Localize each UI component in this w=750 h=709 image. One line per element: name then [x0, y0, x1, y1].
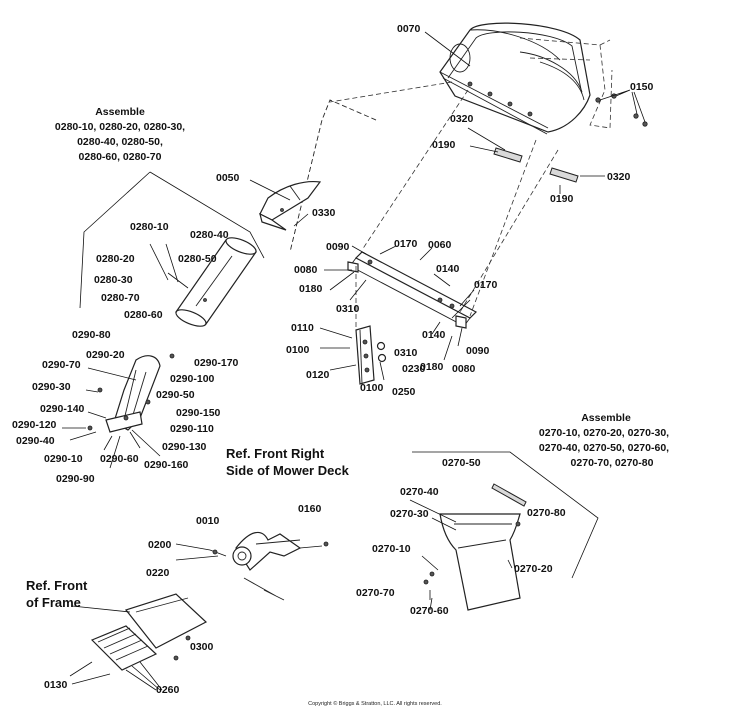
- label-0270-30: 0270-30: [390, 508, 429, 520]
- assemble-0280-note: Assemble 0280-10, 0280-20, 0280-30, 0280…: [55, 106, 185, 163]
- label-0270-60: 0270-60: [410, 605, 449, 617]
- label-0100: 0100: [360, 382, 384, 394]
- label-0180: 0180: [299, 283, 323, 295]
- label-0280-10: 0280-10: [130, 221, 169, 233]
- label-0050: 0050: [216, 172, 240, 184]
- assemble-0280-line-3: 0280-40, 0280-50,: [77, 136, 163, 148]
- copyright-notice: Copyright © Briggs & Stratton, LLC. All …: [308, 700, 442, 707]
- label-0270-40: 0270-40: [400, 486, 439, 498]
- bagger-cover-0070: [439, 22, 613, 135]
- front-guard-0260: [69, 593, 208, 691]
- label-0280-40: 0280-40: [190, 229, 229, 241]
- label-0080: 0080: [452, 363, 476, 375]
- label-0290-130: 0290-130: [162, 441, 207, 453]
- assemble-0280-line-2: 0280-10, 0280-20, 0280-30,: [55, 121, 185, 133]
- label-0090: 0090: [466, 345, 490, 357]
- label-0280-60: 0280-60: [124, 309, 163, 321]
- label-0320: 0320: [450, 113, 474, 125]
- label-0140: 0140: [436, 263, 460, 275]
- label-0070: 0070: [397, 23, 421, 35]
- label-0010: 0010: [196, 515, 220, 527]
- assemble-0270-line-1: Assemble: [581, 412, 631, 424]
- label-0060: 0060: [428, 239, 452, 251]
- label-0160: 0160: [298, 503, 322, 515]
- label-0290-70: 0290-70: [42, 359, 81, 371]
- label-0100: 0100: [286, 344, 310, 356]
- part-labels: 0070 0150 0320 0190 0320 0190 0050 0330 …: [12, 23, 654, 696]
- label-0280-30: 0280-30: [94, 274, 133, 286]
- label-0310: 0310: [394, 347, 418, 359]
- label-0300: 0300: [190, 641, 214, 653]
- label-0320: 0320: [607, 171, 631, 183]
- label-0280-70: 0280-70: [101, 292, 140, 304]
- label-0190: 0190: [550, 193, 574, 205]
- label-0290-60: 0290-60: [100, 453, 139, 465]
- label-0270-10: 0270-10: [372, 543, 411, 555]
- label-0290-120: 0290-120: [12, 419, 57, 431]
- label-0180: 0180: [420, 361, 444, 373]
- label-0290-10: 0290-10: [44, 453, 83, 465]
- chute-door-0290: [62, 353, 175, 469]
- label-0230: 0230: [402, 363, 426, 375]
- bag-0270: [409, 483, 527, 611]
- label-0280-20: 0280-20: [96, 253, 135, 265]
- tube-0280: [149, 237, 257, 327]
- label-0290-100: 0290-100: [170, 373, 215, 385]
- label-0080: 0080: [294, 264, 318, 276]
- label-0290-160: 0290-160: [144, 459, 189, 471]
- ref-deck-note: Ref. Front Right Side of Mower Deck: [226, 446, 350, 478]
- bracket-0100: [319, 325, 387, 385]
- label-0270-50: 0270-50: [442, 457, 481, 469]
- label-0130: 0130: [44, 679, 68, 691]
- assemble-0280-line-1: Assemble: [95, 106, 145, 118]
- ref-frame-line-1: Ref. Front: [26, 578, 88, 593]
- bracket-0190-right: [549, 167, 605, 194]
- ref-frame-note: Ref. Front of Frame: [26, 578, 88, 610]
- bracket-0190-left: [467, 127, 523, 163]
- label-0270-80: 0270-80: [527, 507, 566, 519]
- label-0140: 0140: [422, 329, 446, 341]
- label-0150: 0150: [630, 81, 654, 93]
- label-0200: 0200: [148, 539, 172, 551]
- assemble-0270-line-3: 0270-40, 0270-50, 0270-60,: [539, 442, 669, 454]
- label-0290-50: 0290-50: [156, 389, 195, 401]
- label-0250: 0250: [392, 386, 416, 398]
- label-0110: 0110: [291, 322, 314, 334]
- label-0270-20: 0270-20: [514, 563, 553, 575]
- assemble-0270-line-4: 0270-70, 0270-80: [571, 457, 654, 469]
- label-0290-90: 0290-90: [56, 473, 95, 485]
- label-0270-70: 0270-70: [356, 587, 395, 599]
- ref-deck-line-2: Side of Mower Deck: [226, 463, 350, 478]
- deck-mount-assembly: [175, 531, 329, 601]
- ref-frame-line-2: of Frame: [26, 595, 81, 610]
- label-0260: 0260: [156, 684, 180, 696]
- label-0290-150: 0290-150: [176, 407, 221, 419]
- label-0290-170: 0290-170: [194, 357, 239, 369]
- label-0310: 0310: [336, 303, 360, 315]
- label-0330: 0330: [312, 207, 336, 219]
- label-0170: 0170: [394, 238, 418, 250]
- label-0090: 0090: [326, 241, 350, 253]
- chute-0050: [249, 179, 322, 231]
- label-0290-110: 0290-110: [170, 423, 214, 435]
- label-0290-20: 0290-20: [86, 349, 125, 361]
- label-0280-50: 0280-50: [178, 253, 217, 265]
- ref-deck-line-1: Ref. Front Right: [226, 446, 325, 461]
- label-0290-80: 0290-80: [72, 329, 111, 341]
- label-0120: 0120: [306, 369, 330, 381]
- label-0220: 0220: [146, 567, 170, 579]
- frame-0060: [347, 251, 478, 329]
- fasteners-0150: [595, 89, 648, 127]
- label-0290-40: 0290-40: [16, 435, 55, 447]
- label-0170: 0170: [474, 279, 498, 291]
- assemble-0270-note: Assemble 0270-10, 0270-20, 0270-30, 0270…: [539, 412, 669, 469]
- label-0290-140: 0290-140: [40, 403, 85, 415]
- label-0190: 0190: [432, 139, 456, 151]
- assemble-0270-line-2: 0270-10, 0270-20, 0270-30,: [539, 427, 669, 439]
- assemble-0280-line-4: 0280-60, 0280-70: [79, 151, 162, 163]
- label-0290-30: 0290-30: [32, 381, 71, 393]
